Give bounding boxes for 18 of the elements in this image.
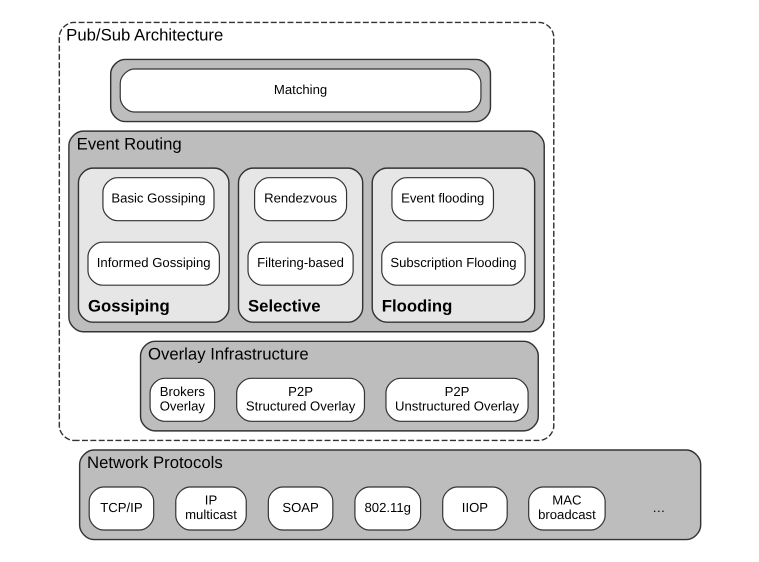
node-box: IIOP — [442, 486, 508, 531]
node-box: SOAP — [267, 486, 333, 531]
node-box: MAC broadcast — [528, 486, 606, 531]
node-box: P2P Unstructured Overlay — [384, 378, 528, 422]
node-box: Brokers Overlay — [149, 378, 215, 422]
node-box: TCP/IP — [88, 486, 154, 531]
node-box: Rendezvous — [254, 177, 347, 222]
node-box: 802.11g — [354, 486, 421, 531]
label: … — [652, 500, 665, 515]
node-box: Filtering-based — [246, 242, 354, 286]
node-box: Subscription Flooding — [380, 242, 526, 286]
node-box: Matching — [119, 68, 482, 113]
node-box: IP multicast — [174, 486, 246, 531]
node-box: Basic Gossiping — [102, 177, 214, 222]
node-box: Event flooding — [390, 177, 494, 222]
node-box: Informed Gossiping — [86, 242, 220, 286]
node-box: P2P Structured Overlay — [236, 378, 365, 422]
cluster — [109, 58, 491, 122]
